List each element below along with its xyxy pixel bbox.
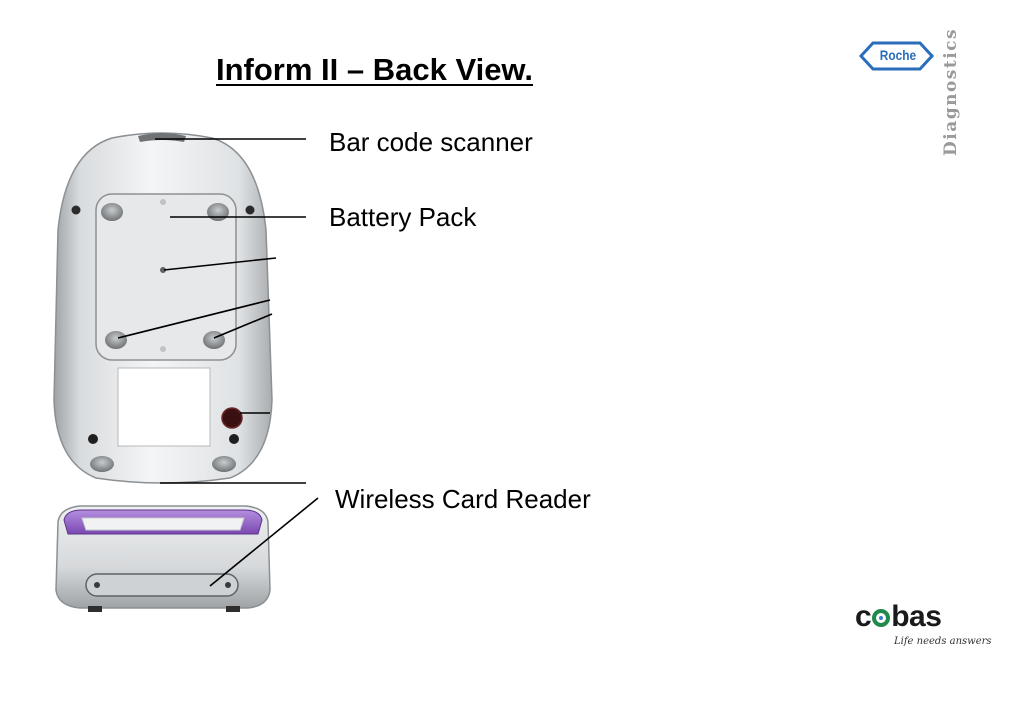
- label-bar-code-scanner: Bar code scanner: [329, 127, 533, 157]
- battery-door: [95, 193, 237, 361]
- diagnostics-label: Diagnostics: [941, 27, 961, 156]
- base-station: [55, 505, 271, 612]
- cobas-suffix: bas: [891, 600, 942, 633]
- slide-title: Inform II – Back View.: [216, 52, 534, 87]
- callout-lines: [117, 138, 319, 587]
- meter-back-body: [53, 132, 273, 484]
- label-battery-pack: Battery Pack: [329, 202, 477, 232]
- label-wireless-card-reader: Wireless Card Reader: [335, 484, 591, 514]
- roche-logo-text: Roche: [879, 47, 917, 63]
- cobas-prefix: c: [855, 600, 872, 633]
- cobas-o-icon: [872, 609, 891, 627]
- cobas-tagline: Life needs answers: [894, 636, 992, 647]
- roche-logo: [858, 41, 935, 71]
